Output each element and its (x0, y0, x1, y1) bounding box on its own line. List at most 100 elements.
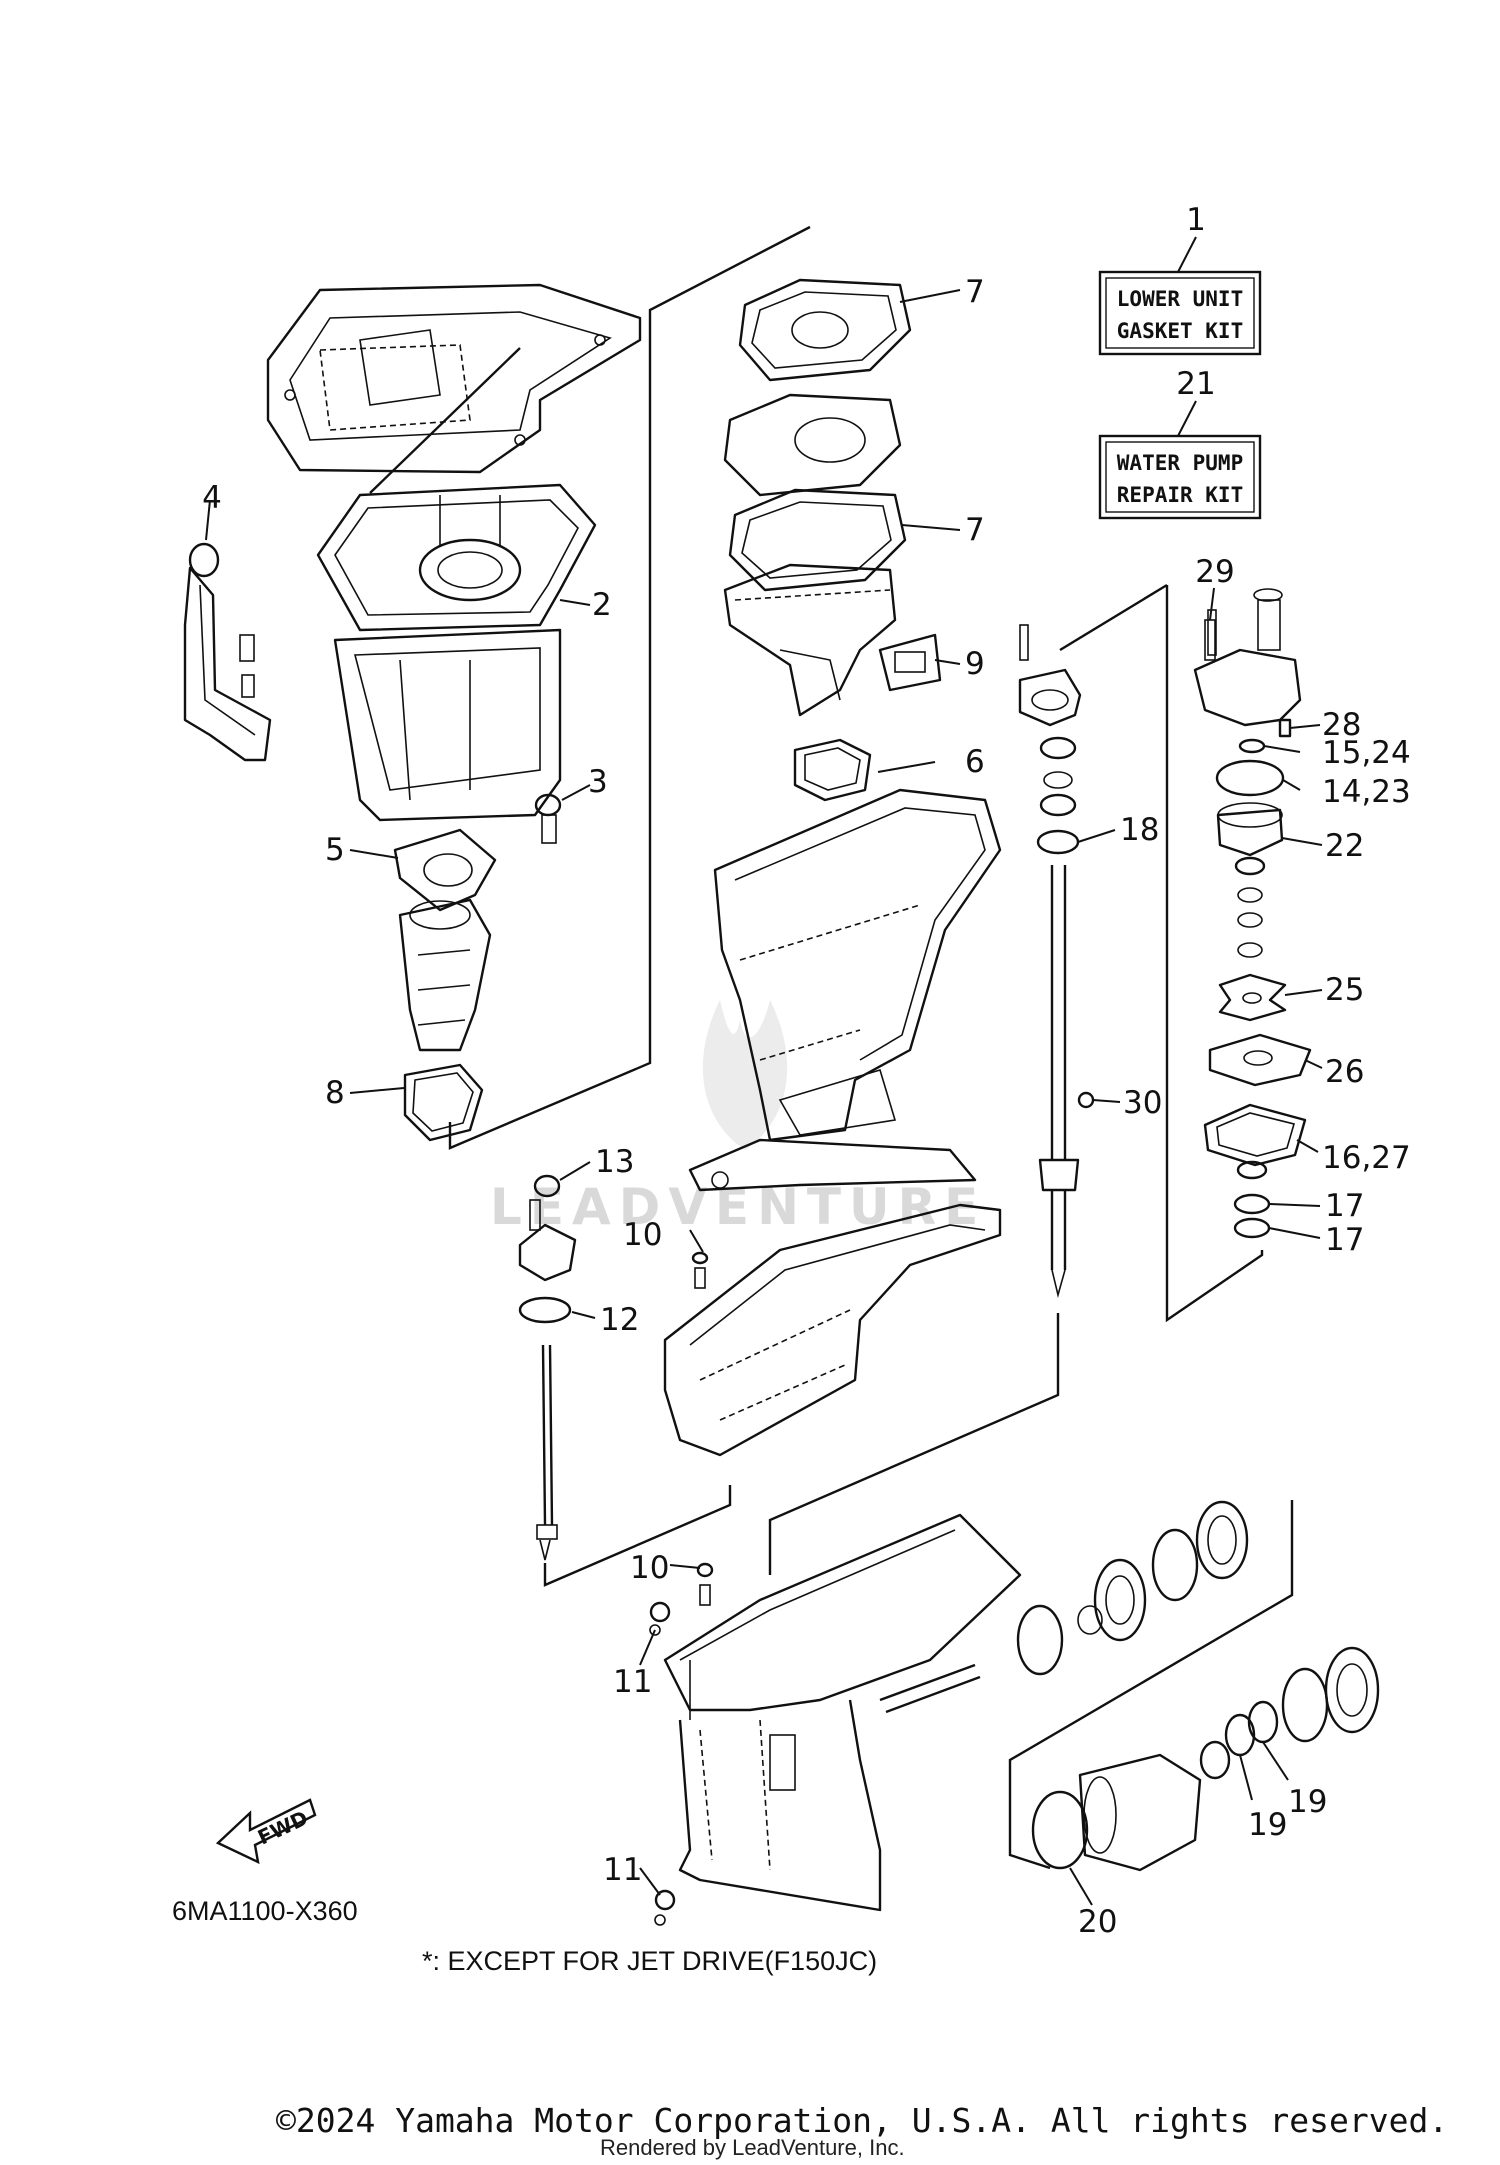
bearing[interactable] (1039, 736, 1077, 817)
footnote: *: EXCEPT FOR JET DRIVE(F150JC) (422, 1946, 877, 1976)
o-ring-15-24[interactable] (1238, 738, 1266, 754)
insert-cartridge-22[interactable] (1216, 802, 1284, 857)
bolt-29[interactable] (1204, 619, 1216, 661)
callout-6: 6 (965, 744, 985, 780)
callout-numbers: 2 3 4 5 6 7 7 8 9 10 10 11 11 12 13 14,2… (202, 274, 1411, 1940)
callout-13: 13 (595, 1144, 634, 1180)
kit-label-line2: REPAIR KIT (1117, 483, 1243, 507)
callout-7-top: 7 (965, 274, 985, 310)
group-lines (369, 225, 1294, 1870)
o-ring-12[interactable] (518, 1296, 572, 1324)
kit-water-pump-repair[interactable]: 21 WATER PUMP REPAIR KIT (1098, 366, 1262, 520)
tapered-bearing[interactable] (1195, 1500, 1249, 1580)
impeller-25[interactable] (1218, 973, 1287, 1022)
callout-9: 9 (965, 646, 985, 682)
kit-label-line2: GASKET KIT (1117, 319, 1243, 343)
callout-7-lower: 7 (965, 512, 985, 548)
callout-26: 26 (1325, 1054, 1364, 1090)
callout-30: 30 (1123, 1085, 1162, 1121)
callout-4: 4 (202, 480, 222, 516)
bushing[interactable] (1236, 1160, 1268, 1180)
callout-29: 29 (1195, 554, 1234, 590)
gasket-16-27[interactable] (1203, 1103, 1307, 1167)
screw-11-upper[interactable] (649, 1601, 671, 1636)
callout-25: 25 (1325, 972, 1364, 1008)
seal-9[interactable] (878, 633, 942, 692)
exhaust-manifold-4[interactable] (183, 542, 272, 762)
callout-2: 2 (592, 587, 612, 623)
gasket-5[interactable] (393, 828, 497, 912)
callout-19a: 19 (1288, 1784, 1327, 1820)
copyright: ©2024 Yamaha Motor Corporation, U.S.A. A… (276, 2101, 1448, 2140)
callout-5: 5 (325, 832, 345, 868)
propeller-shaft-housing[interactable] (1078, 1753, 1202, 1872)
needle-bearing[interactable] (1199, 1740, 1231, 1780)
outer-plate-cartridge-26[interactable] (1208, 1033, 1312, 1087)
oil-seal-17a[interactable] (1233, 1193, 1271, 1215)
gasket-7-top[interactable] (738, 278, 912, 382)
callout-12: 12 (600, 1302, 639, 1338)
callout-10-lower: 10 (630, 1550, 669, 1586)
reverse-gear-shim[interactable] (1281, 1667, 1329, 1743)
o-ring-20[interactable] (1031, 1790, 1089, 1870)
callout-16-27: 16,27 (1322, 1140, 1411, 1176)
pin-28[interactable] (1278, 718, 1292, 738)
seal-6[interactable] (793, 738, 872, 802)
watermark: LEADVENTURE (490, 1000, 986, 1236)
drive-shaft[interactable] (1038, 865, 1080, 1299)
gasket-2[interactable] (316, 483, 597, 632)
grommet-13[interactable] (533, 1174, 561, 1198)
callout-18: 18 (1120, 812, 1159, 848)
callout-28: 28 (1322, 707, 1361, 743)
diagram-code: 6MA1100-X360 (172, 1896, 358, 1926)
seal-10-lower[interactable] (696, 1562, 714, 1606)
lower-case[interactable] (663, 1513, 1022, 1912)
rendered-by: Rendered by LeadVenture, Inc. (600, 2135, 905, 2160)
screw-11-lower[interactable] (654, 1889, 676, 1926)
exhaust-extension[interactable] (398, 898, 492, 1052)
kit-lower-unit-gasket[interactable]: 1 LOWER UNIT GASKET KIT (1098, 202, 1262, 356)
upper-casing-cover[interactable] (663, 1203, 1002, 1457)
oil-pan-upper-housing[interactable] (333, 628, 562, 822)
callout-11-upper: 11 (613, 1664, 652, 1700)
seal-8[interactable] (403, 1063, 484, 1142)
callout-10-upper: 10 (623, 1217, 662, 1253)
fwd-arrow-icon: FWD (215, 1798, 317, 1865)
fwd-label: FWD (254, 1806, 312, 1850)
callout-8: 8 (325, 1075, 345, 1111)
kit-label-line1: LOWER UNIT (1117, 287, 1243, 311)
plug-3[interactable] (534, 793, 562, 844)
callout-20: 20 (1078, 1904, 1117, 1940)
ball-bearing[interactable] (1324, 1646, 1380, 1734)
muffler-housing[interactable] (723, 563, 897, 717)
kit-label-line1: WATER PUMP (1117, 451, 1243, 475)
leader-lines (205, 289, 1323, 1906)
callout-22: 22 (1325, 828, 1364, 864)
forward-gear[interactable] (1093, 1558, 1147, 1642)
pinion-gear-shims[interactable] (1016, 1604, 1103, 1676)
kit-number: 21 (1176, 366, 1215, 402)
shim-ring[interactable] (1151, 1528, 1199, 1602)
o-ring-18[interactable] (1036, 829, 1080, 855)
oil-seal-19b[interactable] (1247, 1700, 1279, 1744)
callout-3: 3 (588, 764, 608, 800)
upper-casing-exhaust-guide[interactable] (266, 283, 642, 474)
shift-rod-holder[interactable] (518, 1199, 577, 1282)
clip-30[interactable] (1077, 1091, 1095, 1109)
exhaust-plate[interactable] (723, 393, 902, 497)
oil-seal-17b[interactable] (1233, 1217, 1271, 1239)
watermark-flame-icon (702, 1000, 788, 1150)
shift-rod[interactable] (536, 1344, 558, 1561)
drive-shaft-housing-seal[interactable] (1018, 624, 1082, 727)
propeller-shaft[interactable] (879, 1663, 981, 1714)
gasket-7-lower[interactable] (728, 488, 907, 592)
seal-10-upper[interactable] (691, 1251, 709, 1289)
watermark-text: LEADVENTURE (490, 1178, 986, 1236)
callout-15-24: 15,24 (1322, 735, 1411, 771)
callout-11-lower: 11 (603, 1852, 642, 1888)
o-ring-14-23[interactable] (1215, 759, 1285, 797)
seal-rings[interactable] (1234, 856, 1266, 958)
upper-casing[interactable] (688, 788, 1002, 1192)
callout-19b: 19 (1248, 1807, 1287, 1843)
